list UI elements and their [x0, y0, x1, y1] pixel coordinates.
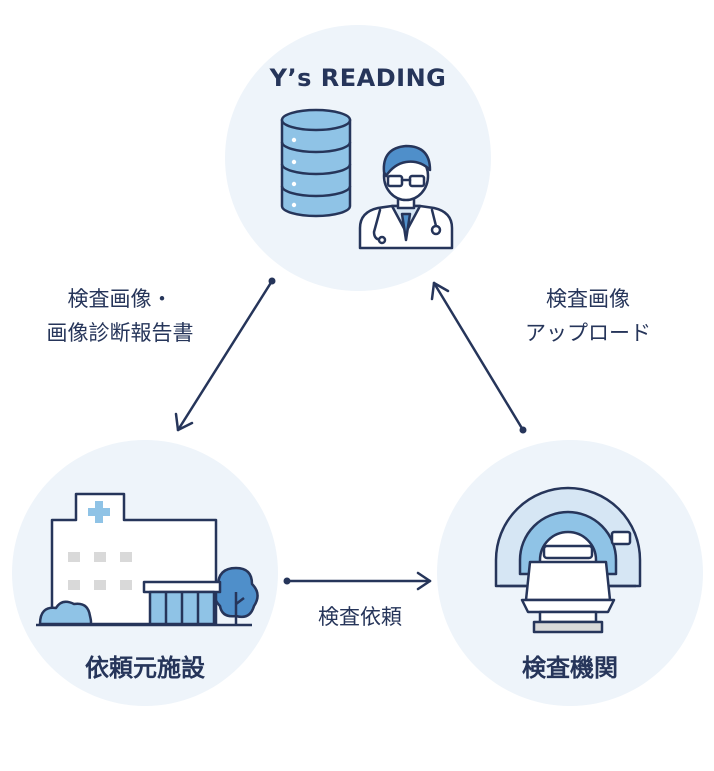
edge-label-upload-line2: アップロード	[525, 321, 651, 345]
edge-label-upload: 検査画像 アップロード	[488, 282, 688, 350]
doctor-icon	[358, 144, 454, 250]
edge-label-results: 検査画像・ 画像診断報告書	[10, 282, 230, 350]
arrow-results	[174, 277, 276, 432]
edge-label-upload-line1: 検査画像	[546, 287, 630, 311]
node-title-requesting-facility: 依頼元施設	[85, 654, 205, 682]
edge-label-results-line1: 検査画像・	[67, 287, 173, 311]
edge-label-results-line2: 画像診断報告書	[46, 321, 194, 345]
arrow-upload	[430, 281, 527, 434]
database-icon	[280, 108, 352, 218]
mri-scanner-icon	[494, 486, 642, 634]
edge-label-request: 検査依頼	[318, 605, 402, 629]
hospital-icon	[36, 492, 259, 627]
node-title-ys-reading: Y’s READING	[269, 64, 447, 92]
arrow-request	[283, 571, 432, 591]
node-title-examination-facility: 検査機関	[522, 654, 618, 682]
